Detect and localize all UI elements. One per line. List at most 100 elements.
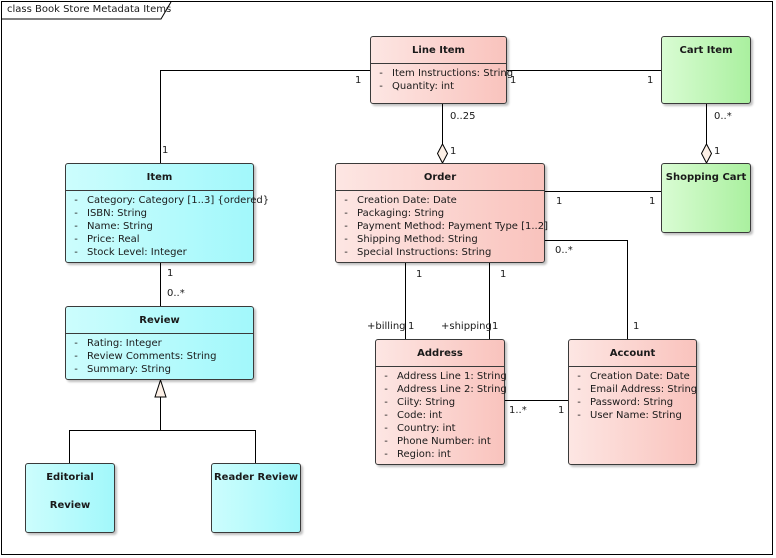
attribute-text: Code: int bbox=[397, 410, 443, 421]
multiplicity-label: 0..* bbox=[555, 245, 573, 256]
attribute-text: Packaging: String bbox=[357, 208, 445, 219]
generalization-reader-review[interactable] bbox=[160, 430, 256, 465]
attribute[interactable]: -Quantity: int bbox=[371, 80, 506, 93]
class-name: Editorial Review bbox=[46, 472, 94, 511]
attribute[interactable]: -Price: Real bbox=[66, 233, 253, 246]
class-line-item[interactable]: Line Item -Item Instructions: String -Qu… bbox=[370, 36, 513, 104]
attribute[interactable]: -Name: String bbox=[66, 220, 253, 233]
visibility-marker: - bbox=[384, 410, 388, 421]
multiplicity-label: 1 bbox=[510, 75, 517, 86]
visibility-marker: - bbox=[577, 384, 581, 395]
aggregation-diamond-order bbox=[436, 142, 449, 165]
attribute-text: Price: Real bbox=[87, 234, 140, 245]
class-account[interactable]: Account -Creation Date: Date -Email Addr… bbox=[568, 339, 697, 465]
class-reader-review[interactable]: Reader Review bbox=[211, 463, 301, 533]
multiplicity-label: 1..* bbox=[509, 405, 527, 416]
attribute[interactable]: -Code: int bbox=[376, 409, 504, 422]
visibility-marker: - bbox=[379, 81, 383, 92]
attribute-text: Password: String bbox=[590, 397, 674, 408]
attribute-text: Payment Method: Payment Type [1..2] bbox=[357, 221, 549, 232]
attribute[interactable]: -Creation Date: Date bbox=[336, 194, 544, 207]
attribute[interactable]: -Review Comments: String bbox=[66, 350, 253, 363]
attribute-text: Review Comments: String bbox=[87, 351, 217, 362]
visibility-marker: - bbox=[344, 247, 348, 258]
attribute-list: -Category: Category [1..3] {ordered} -IS… bbox=[66, 191, 269, 259]
attribute-text: Rating: Integer bbox=[87, 338, 162, 349]
attribute[interactable]: -Shipping Method: String bbox=[336, 233, 544, 246]
attribute[interactable]: -Address Line 1: String bbox=[376, 370, 507, 383]
class-name: Shopping Cart bbox=[665, 172, 747, 183]
attribute-text: Country: int bbox=[397, 423, 456, 434]
attribute[interactable]: -Address Line 2: String bbox=[376, 383, 507, 396]
attribute[interactable]: -User Name: String bbox=[569, 409, 696, 422]
multiplicity-label: 0..* bbox=[167, 288, 185, 299]
compartment-divider bbox=[569, 366, 696, 367]
attribute-text: Quantity: int bbox=[392, 81, 455, 92]
class-cart-item[interactable]: Cart Item bbox=[661, 36, 751, 104]
multiplicity-label: 1 bbox=[556, 196, 563, 207]
class-item[interactable]: Item -Category: Category [1..3] {ordered… bbox=[65, 163, 269, 263]
multiplicity-label: 1 bbox=[714, 146, 721, 157]
class-shopping-cart[interactable]: Shopping Cart bbox=[661, 163, 751, 233]
attribute-text: Shipping Method: String bbox=[357, 234, 478, 245]
attribute-text: ISBN: String bbox=[87, 208, 148, 219]
class-name: Cart Item bbox=[679, 45, 733, 56]
attribute[interactable]: -Ciity: String bbox=[376, 396, 504, 409]
attribute[interactable]: -Country: int bbox=[376, 422, 504, 435]
multiplicity-label: 0..25 bbox=[450, 111, 476, 122]
attribute[interactable]: -Summary: String bbox=[66, 363, 253, 376]
class-name: Address bbox=[417, 348, 463, 359]
class-name: Reader Review bbox=[213, 472, 299, 483]
visibility-marker: - bbox=[384, 371, 388, 382]
multiplicity-label: 1 bbox=[416, 269, 423, 280]
visibility-marker: - bbox=[74, 221, 78, 232]
multiplicity-label: 1 bbox=[558, 405, 565, 416]
attribute-text: Address Line 2: String bbox=[397, 384, 507, 395]
attribute[interactable]: -Rating: Integer bbox=[66, 337, 253, 350]
compartment-divider bbox=[376, 366, 504, 367]
attribute-text: Region: int bbox=[397, 449, 451, 460]
attribute-list: -Address Line 1: String -Address Line 2:… bbox=[376, 367, 507, 461]
attribute[interactable]: -Item Instructions: String bbox=[371, 67, 513, 80]
attribute-text: Ciity: String bbox=[397, 397, 456, 408]
visibility-marker: - bbox=[577, 410, 581, 421]
attribute[interactable]: -Category: Category [1..3] {ordered} bbox=[66, 194, 269, 207]
attribute[interactable]: -Region: int bbox=[376, 448, 504, 461]
attribute[interactable]: -Special Instructions: String bbox=[336, 246, 544, 259]
visibility-marker: - bbox=[384, 436, 388, 447]
class-order[interactable]: Order -Creation Date: Date -Packaging: S… bbox=[335, 163, 548, 263]
attribute[interactable]: -Payment Method: Payment Type [1..2] bbox=[336, 220, 548, 233]
class-address[interactable]: Address -Address Line 1: String -Address… bbox=[375, 339, 507, 465]
attribute-text: Address Line 1: String bbox=[397, 371, 507, 382]
role-label-shipping: +shipping bbox=[441, 321, 492, 332]
multiplicity-label: 1 bbox=[647, 75, 654, 86]
visibility-marker: - bbox=[74, 338, 78, 349]
diagram-title: class Book Store Metadata Items bbox=[7, 4, 172, 15]
attribute[interactable]: -ISBN: String bbox=[66, 207, 253, 220]
attribute[interactable]: -Stock Level: Integer bbox=[66, 246, 253, 259]
compartment-divider bbox=[66, 190, 253, 191]
visibility-marker: - bbox=[344, 234, 348, 245]
multiplicity-label: 0..* bbox=[714, 111, 732, 122]
assoc-item-lineitem[interactable] bbox=[160, 70, 372, 164]
multiplicity-label: 1 bbox=[649, 196, 656, 207]
assoc-order-account[interactable] bbox=[545, 240, 628, 340]
multiplicity-label: 1 bbox=[633, 321, 640, 332]
class-name: Line Item bbox=[412, 45, 465, 56]
class-editorial-review[interactable]: Editorial Review bbox=[25, 463, 115, 533]
generalization-editorial-review[interactable] bbox=[69, 430, 161, 465]
visibility-marker: - bbox=[577, 371, 581, 382]
attribute-text: Item Instructions: String bbox=[392, 68, 514, 79]
attribute-text: Special Instructions: String bbox=[357, 247, 492, 258]
attribute[interactable]: -Email Address: String bbox=[569, 383, 697, 396]
class-name: Order bbox=[423, 172, 457, 183]
attribute[interactable]: -Creation Date: Date bbox=[569, 370, 696, 383]
class-review[interactable]: Review -Rating: Integer -Review Comments… bbox=[65, 306, 254, 380]
attribute[interactable]: -Packaging: String bbox=[336, 207, 544, 220]
compartment-divider bbox=[336, 190, 544, 191]
attribute[interactable]: -Password: String bbox=[569, 396, 696, 409]
attribute-list: -Creation Date: Date -Packaging: String … bbox=[336, 191, 548, 259]
visibility-marker: - bbox=[379, 68, 383, 79]
attribute[interactable]: -Phone Number: int bbox=[376, 435, 504, 448]
